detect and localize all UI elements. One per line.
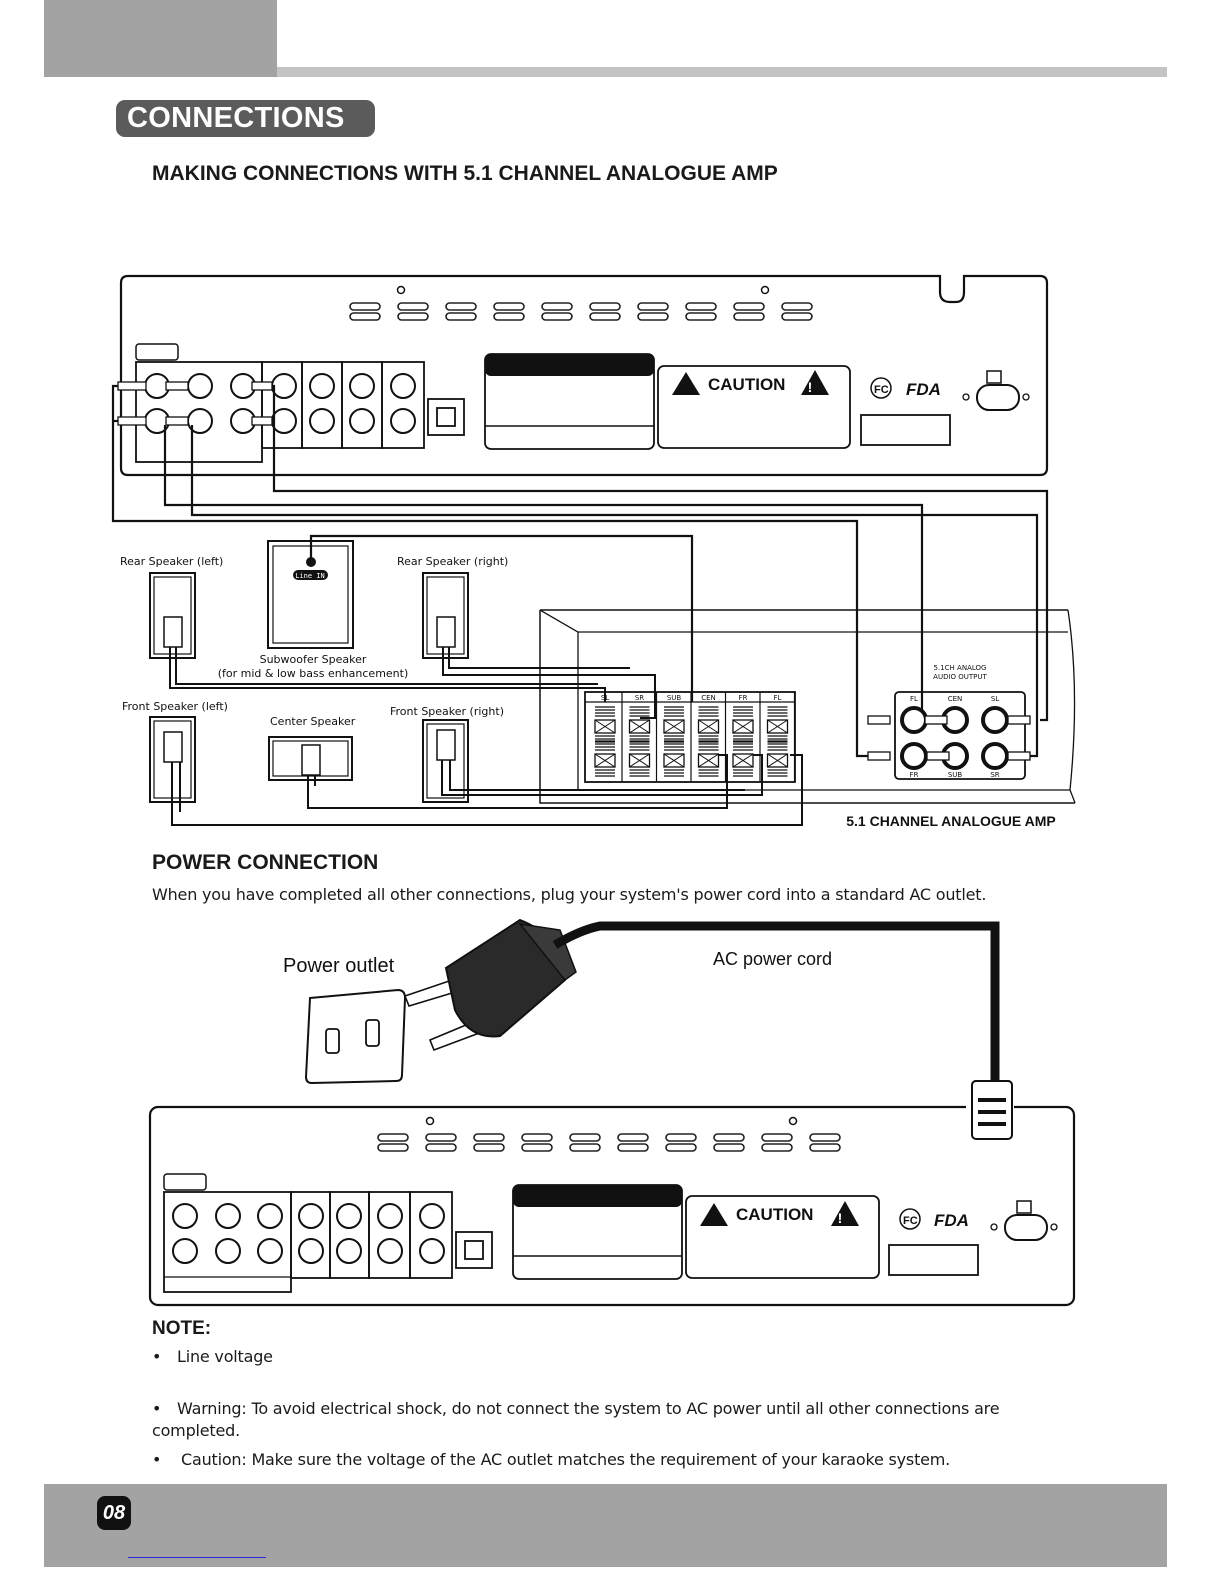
power-section-heading: POWER CONNECTION [152,851,379,874]
subwoofer-note-label: (for mid & low bass enhancement) [218,667,409,680]
amp-terminal-label: FL [774,694,782,702]
rear-speaker-right: Rear Speaker (right) [397,555,508,659]
amp-output-sr-bottom: SR [981,742,1009,779]
rear-speaker-left-label: Rear Speaker (left) [120,555,223,568]
footer-band [44,1484,1167,1567]
note-item: •Caution: Make sure the voltage of the A… [152,1450,951,1469]
rca-plug [1007,751,1031,761]
note-item-text: Line voltage [177,1347,273,1366]
amp-output-label: CEN [948,695,963,703]
amp-output-fr-bottom: FR [900,742,928,779]
svg-text:FC: FC [903,1215,918,1227]
rca-plug [924,715,948,725]
amp-terminal-cen: CEN [697,692,727,782]
rear-speaker-left: Rear Speaker (left) [120,555,223,659]
amp-output-label: SL [991,695,999,703]
power-outlet-label: Power outlet [283,955,395,977]
caution-label-bottom: CAUTION [736,1205,813,1224]
amp-terminal-label: SR [635,694,644,702]
dvd-rear-panel-top: ! CAUTION FC FDA [117,274,1049,477]
amp-terminal-sub: SUB [663,692,692,782]
svg-text:FDA: FDA [934,1211,969,1230]
front-speaker-left-label: Front Speaker (left) [122,700,228,713]
amp-output-label: SR [990,771,999,779]
front-speaker-right-label: Front Speaker (right) [390,705,504,718]
line-in-label: Line IN [295,572,325,580]
dvd-rear-panel-bottom: ! CAUTION FC FDA [148,1080,1076,1307]
amp-output-label: FR [910,771,919,779]
note-item-continuation: completed. [152,1421,240,1440]
svg-text:FC: FC [874,384,889,396]
front-speaker-left: Front Speaker (left) [122,700,228,803]
caution-label-top: CAUTION [708,375,785,394]
amp-output-fl-top: FL [900,695,928,734]
amp-terminal-label: SUB [667,694,682,702]
note-item-text: Caution: Make sure the voltage of the AC… [181,1450,951,1469]
analogue-amp: SL SR SUB CEN FR FL 5.1CH ANALOG AUDIO OUTPUT… [539,609,1076,829]
amp-terminal-sr: SR [628,692,658,782]
front-speaker-right: Front Speaker (right) [390,705,504,803]
amp-terminal-fl: FL [766,692,796,782]
rca-plug [1007,715,1031,725]
speaker-wires [169,647,803,826]
rca-plug [867,751,891,761]
rca-plug [867,715,891,725]
subwoofer-label: Subwoofer Speaker [260,653,367,666]
rear-speaker-right-label: Rear Speaker (right) [397,555,508,568]
amp-output-title-1: 5.1CH ANALOG [934,664,987,672]
amp-output-label: FL [910,695,918,703]
rca-plug [926,751,950,761]
subwoofer-speaker: Line IN Subwoofer Speaker (for mid & low… [218,540,409,680]
note-item: •Line voltage [152,1347,273,1366]
amp-terminal-label: FR [739,694,748,702]
amp-output-sl-top: SL [981,695,1009,734]
ac-cord-label: AC power cord [713,949,832,969]
header-rule [277,67,1167,77]
note-item: •Warning: To avoid electrical shock, do … [152,1399,1000,1418]
analog-section-heading: MAKING CONNECTIONS WITH 5.1 CHANNEL ANAL… [152,162,778,185]
amp-output-title-2: AUDIO OUTPUT [933,673,987,681]
footer-link-line [128,1557,266,1558]
center-speaker-label: Center Speaker [270,715,356,728]
amp-caption: 5.1 CHANNEL ANALOGUE AMP [846,813,1056,829]
note-item-text: Warning: To avoid electrical shock, do n… [177,1399,1000,1418]
amp-output-label: SUB [948,771,963,779]
amp-terminal-label: SL [601,694,609,702]
amp-output-cen-top: CEN [941,695,969,734]
power-illustration: Power outlet AC power cord [283,918,1013,1140]
section-title-badge: CONNECTIONS [116,100,375,137]
center-speaker: Center Speaker [268,715,356,781]
svg-text:FDA: FDA [906,380,941,399]
header-tab-block [44,0,277,77]
power-section-text: When you have completed all other connec… [152,885,987,904]
svg-text:!: ! [838,1210,843,1226]
amp-terminal-fr: FR [732,692,761,782]
note-heading: NOTE: [152,1318,212,1339]
svg-text:!: ! [808,379,813,395]
amp-output-sub-bottom: SUB [941,742,969,779]
page-number: 08 [97,1496,131,1530]
amp-terminal-sl: SL [594,692,623,782]
amp-terminal-label: CEN [701,694,716,702]
